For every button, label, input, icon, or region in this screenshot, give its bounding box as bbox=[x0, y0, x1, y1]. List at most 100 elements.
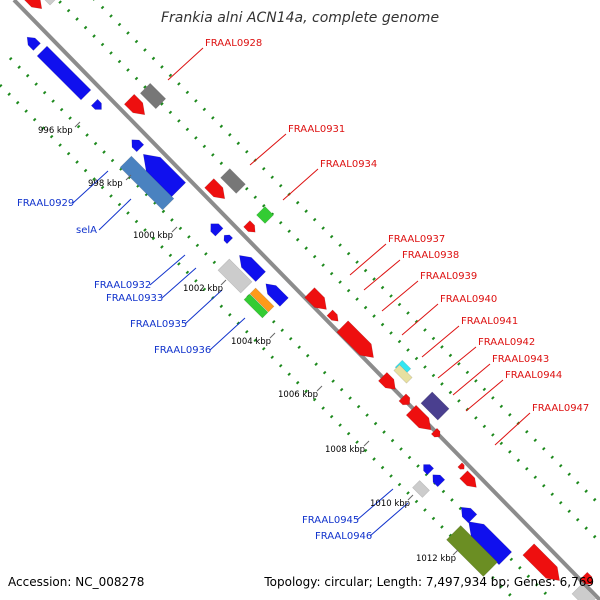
callout-line bbox=[363, 259, 401, 291]
tick-mark bbox=[407, 494, 414, 501]
gene-feature bbox=[377, 371, 396, 390]
gene-label-forward: FRAAL0938 bbox=[402, 250, 459, 261]
gene-label-forward: FRAAL0943 bbox=[492, 354, 549, 365]
gene-label-forward: FRAAL0937 bbox=[388, 234, 445, 245]
gene-label-forward: FRAAL0928 bbox=[205, 38, 262, 49]
dotted-line bbox=[55, 0, 600, 544]
callout-line bbox=[401, 303, 439, 336]
gene-label-reverse: selA bbox=[76, 225, 97, 236]
tick-label: 996 kbp bbox=[38, 126, 73, 136]
gene-feature bbox=[571, 583, 597, 600]
callout-line bbox=[421, 325, 460, 358]
gene-feature bbox=[123, 93, 146, 116]
gene-label-reverse: FRAAL0929 bbox=[17, 198, 74, 209]
callout-line bbox=[465, 379, 504, 412]
callout-line bbox=[161, 267, 197, 299]
gene-label-forward: FRAAL0941 bbox=[461, 316, 518, 327]
gene-feature bbox=[423, 464, 435, 476]
callout-line bbox=[184, 289, 223, 325]
gene-feature bbox=[204, 178, 226, 200]
callout-line bbox=[249, 133, 287, 166]
gene-feature bbox=[457, 462, 465, 470]
tick-mark bbox=[125, 174, 132, 181]
tick-label: 1004 kbp bbox=[231, 337, 271, 347]
gene-feature bbox=[412, 480, 430, 498]
gene-feature bbox=[26, 36, 41, 51]
gene-label-forward: FRAAL0931 bbox=[288, 124, 345, 135]
gene-feature bbox=[420, 391, 450, 421]
gene-feature bbox=[90, 98, 102, 110]
gene-feature bbox=[468, 521, 513, 566]
accession-text: Accession: NC_008278 bbox=[8, 575, 144, 589]
callout-line bbox=[167, 47, 204, 81]
gene-labels: FRAAL0928FRAAL0931FRAAL0934FRAAL0937FRAA… bbox=[17, 38, 589, 542]
gene-feature bbox=[446, 525, 498, 577]
callout-line bbox=[494, 412, 531, 446]
callout-line bbox=[282, 168, 319, 201]
gene-feature bbox=[460, 506, 478, 524]
label-callout-lines bbox=[72, 47, 531, 537]
gene-feature bbox=[139, 82, 167, 110]
dotted-line bbox=[0, 83, 517, 600]
map-title: Frankia alni ACN14a, complete genome bbox=[161, 10, 439, 26]
callout-line bbox=[72, 170, 109, 204]
gene-feature bbox=[249, 287, 275, 313]
gene-label-reverse: FRAAL0935 bbox=[130, 319, 187, 330]
callout-line bbox=[149, 254, 186, 286]
tick-mark bbox=[171, 226, 178, 233]
callout-line bbox=[98, 198, 132, 231]
tick-label: 1002 kbp bbox=[183, 284, 223, 294]
gene-feature bbox=[217, 258, 253, 294]
gene-feature bbox=[432, 474, 446, 488]
gene-feature bbox=[430, 427, 441, 438]
gene-label-reverse: FRAAL0933 bbox=[106, 293, 163, 304]
gene-feature bbox=[256, 206, 274, 224]
gene-feature bbox=[223, 234, 234, 245]
callout-line bbox=[349, 243, 387, 276]
gene-label-reverse: FRAAL0945 bbox=[302, 515, 359, 526]
gene-feature bbox=[119, 155, 175, 211]
gene-label-forward: FRAAL0942 bbox=[478, 337, 535, 348]
gene-feature bbox=[131, 139, 145, 153]
gene-feature bbox=[304, 287, 327, 310]
gene-feature bbox=[459, 470, 477, 488]
gene-label-reverse: FRAAL0946 bbox=[315, 531, 372, 542]
gene-feature bbox=[243, 293, 269, 319]
gene-label-forward: FRAAL0944 bbox=[505, 370, 562, 381]
gene-label-reverse: FRAAL0936 bbox=[154, 345, 211, 356]
tick-mark bbox=[363, 440, 370, 447]
gene-feature bbox=[239, 255, 267, 283]
tick-label: 1008 kbp bbox=[325, 445, 365, 455]
gene-feature bbox=[579, 571, 593, 585]
gene-feature bbox=[405, 404, 432, 431]
gene-feature bbox=[393, 364, 413, 384]
tick-mark bbox=[74, 121, 81, 128]
gene-label-reverse: FRAAL0932 bbox=[94, 280, 151, 291]
tick-label: 1000 kbp bbox=[133, 231, 173, 241]
callout-line bbox=[437, 346, 477, 379]
tick-label: 1006 kbp bbox=[278, 390, 318, 400]
tick-mark bbox=[269, 332, 276, 339]
tick-label: 1010 kbp bbox=[370, 499, 410, 509]
tick-label: 1012 kbp bbox=[416, 554, 456, 564]
gene-features bbox=[24, 0, 597, 600]
gene-feature bbox=[398, 393, 411, 406]
callout-line bbox=[452, 363, 491, 396]
callout-line bbox=[369, 502, 409, 537]
gene-feature bbox=[336, 320, 374, 358]
gene-label-forward: FRAAL0947 bbox=[532, 403, 589, 414]
genome-backbone bbox=[12, 0, 600, 600]
gene-feature bbox=[265, 283, 289, 307]
topology-text: Topology: circular; Length: 7,497,934 bp… bbox=[263, 575, 594, 589]
gene-feature bbox=[220, 168, 246, 194]
gene-feature bbox=[210, 223, 224, 237]
callout-line bbox=[381, 280, 419, 312]
tick-mark bbox=[452, 549, 459, 556]
callout-line bbox=[209, 317, 246, 351]
gene-feature bbox=[522, 543, 560, 581]
gene-label-forward: FRAAL0939 bbox=[420, 271, 477, 282]
gene-feature bbox=[326, 309, 339, 322]
